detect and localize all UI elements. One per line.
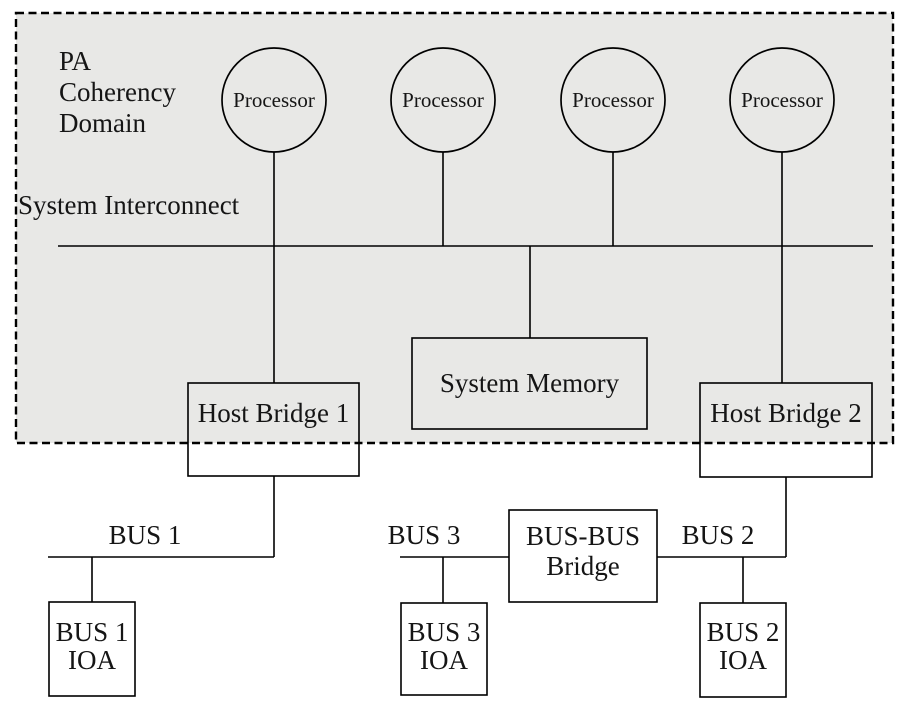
domain-title: PA Coherency Domain [59, 46, 176, 139]
system-interconnect-label: System Interconnect [18, 190, 240, 220]
bus2-ioa-label: BUS 2 IOA [700, 618, 786, 674]
bus-bus-bridge-box [508, 509, 658, 603]
domain-title-line1: PA [59, 46, 92, 76]
bus1-ioa-label: BUS 1 IOA [49, 618, 135, 674]
bus2-label: BUS 2 [681, 520, 755, 550]
bus-bus-bridge-label-line2: Bridge [546, 551, 620, 581]
coherency-domain-region [14, 11, 895, 445]
bus3-ioa-label-line2: IOA [420, 645, 468, 675]
bus3-ioa-label-line1: BUS 3 [407, 617, 481, 647]
host-bridge-2-label: Host Bridge 2 [710, 398, 862, 428]
domain-title-line3: Domain [59, 108, 146, 138]
processor-2-label: Processor [402, 88, 484, 112]
bus1-ioa-label-line2: IOA [68, 645, 116, 675]
system-memory-label: System Memory [439, 368, 620, 398]
processor-4-label: Processor [741, 88, 823, 112]
bus-bus-bridge-label: BUS-BUS Bridge [509, 521, 657, 581]
bus3-label: BUS 3 [387, 520, 461, 550]
bus-bus-bridge-label-line1: BUS-BUS [525, 521, 641, 551]
system-memory-box [411, 337, 648, 430]
domain-title-line2: Coherency [59, 77, 176, 107]
host-bridge-1-label: Host Bridge 1 [197, 398, 350, 428]
bus1-ioa-box [48, 601, 136, 697]
bus2-ioa-box [699, 602, 787, 698]
bus2-ioa-label-line1: BUS 2 [706, 617, 780, 647]
bus2-ioa-label-line2: IOA [719, 645, 767, 675]
bus1-label: BUS 1 [108, 520, 182, 550]
bus3-ioa-label: BUS 3 IOA [401, 618, 487, 674]
bus1-ioa-label-line1: BUS 1 [55, 617, 129, 647]
processor-3-label: Processor [572, 88, 654, 112]
bus3-ioa-box [400, 602, 488, 696]
processor-1-label: Processor [233, 88, 315, 112]
